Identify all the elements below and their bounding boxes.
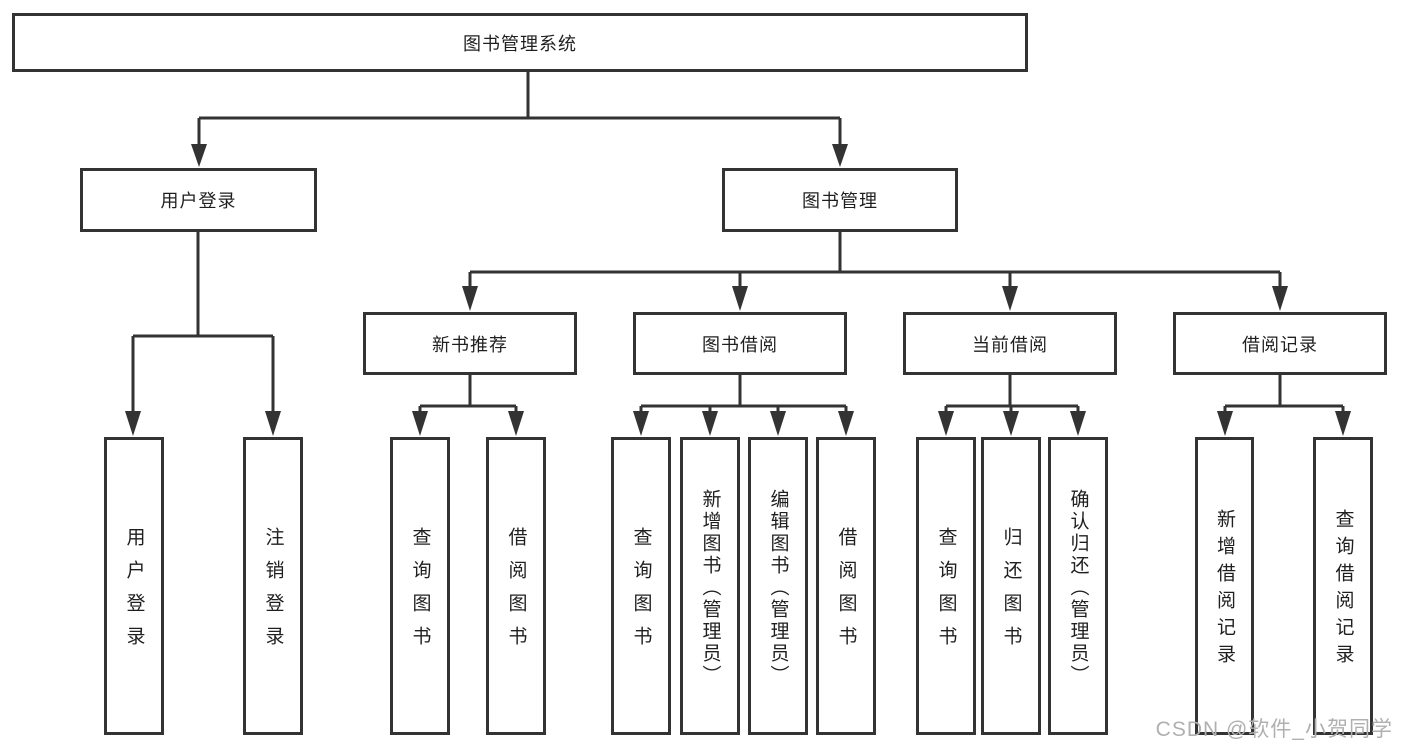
node-user-login: 用户登录 [80,168,317,232]
leaf-query-books-recommend: 查询图书 [390,437,450,735]
edges-user-login [125,232,281,436]
node-borrow-records: 借阅记录 [1173,312,1387,375]
leaf-logout: 注销登录 [243,437,303,735]
edges-borrow-records [1217,375,1351,436]
leaf-confirm-return-admin: 确认归还（管理员） [1048,437,1108,735]
leaf-user-login: 用户登录 [104,437,164,735]
edges-book-management [462,232,1288,311]
leaf-borrow-books-recommend: 借阅图书 [486,437,546,735]
edges-current-borrow [938,375,1086,436]
leaf-add-borrow-record: 新增借阅记录 [1195,437,1254,735]
leaf-return-books: 归还图书 [981,437,1041,735]
leaf-borrow-books: 借阅图书 [816,437,876,735]
watermark: CSDN @软件_小贺同学 [1155,718,1393,741]
leaf-query-books-borrow: 查询图书 [611,437,671,735]
node-book-management: 图书管理 [722,168,958,232]
leaf-query-borrow-record: 查询借阅记录 [1313,437,1373,735]
node-library-management-system: 图书管理系统 [12,13,1028,72]
node-new-book-recommend: 新书推荐 [363,312,577,375]
edges-new-book-recommend [412,375,524,436]
edges-root [191,72,848,167]
edges-book-borrow [633,375,854,436]
leaf-add-book-admin: 新增图书（管理员） [680,437,740,735]
node-current-borrow: 当前借阅 [903,312,1117,375]
leaf-edit-book-admin: 编辑图书（管理员） [748,437,808,735]
leaf-query-books-current: 查询图书 [916,437,976,735]
node-book-borrow: 图书借阅 [633,312,847,375]
